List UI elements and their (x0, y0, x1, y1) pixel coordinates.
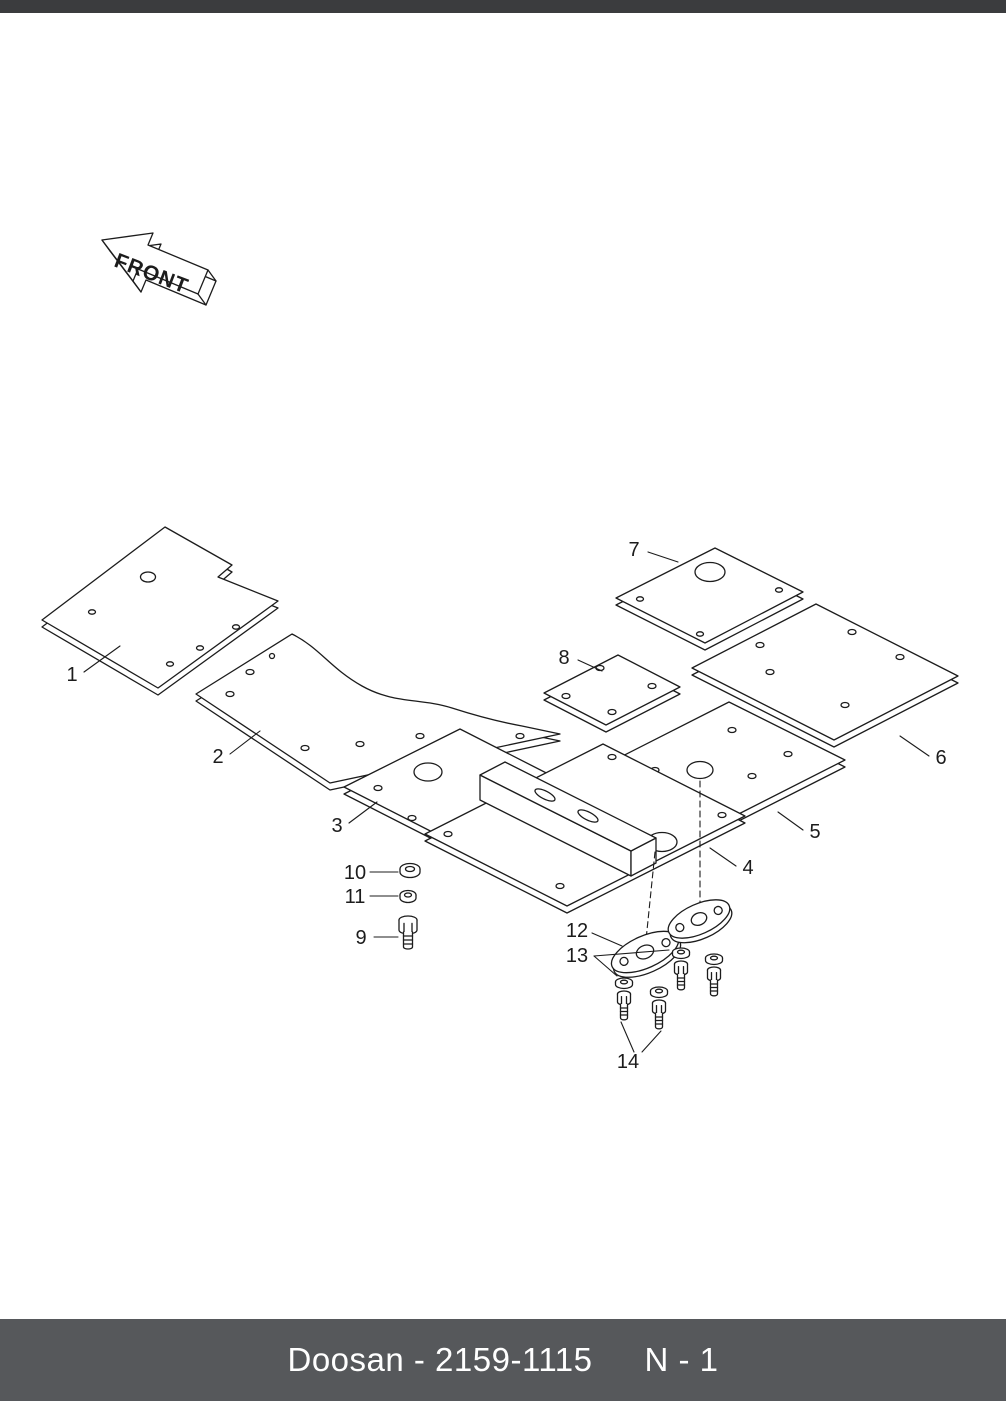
callout-9: 9 (355, 927, 366, 949)
callout-14: 14 (617, 1051, 639, 1073)
part-9-bolt (398, 915, 418, 950)
callout-8: 8 (558, 647, 569, 669)
callout-6: 6 (935, 747, 946, 769)
callout-2: 2 (212, 746, 223, 768)
part-1-plate (41, 526, 279, 696)
leader-lines (83, 551, 930, 1053)
status-bar (0, 0, 1006, 13)
part-6-plate (691, 603, 959, 748)
callout-1: 1 (66, 664, 77, 686)
callout-4: 4 (742, 857, 753, 879)
part-7-plate (615, 547, 804, 651)
front-arrow: FRONT (101, 232, 217, 306)
part-4-channel-bracket (479, 761, 657, 877)
part-8-plate (543, 654, 681, 733)
part-13-gasket (667, 899, 733, 944)
doc-number: Doosan - 2159-1115 (287, 1341, 593, 1378)
part-11-spring-washer (399, 889, 417, 904)
callout-11: 11 (345, 886, 366, 908)
callout-5: 5 (809, 821, 820, 843)
exploded-parts-diagram: FRONT (41, 232, 959, 1073)
footer-bar: Doosan - 2159-1115 N - 1 (0, 1319, 1006, 1401)
callout-7: 7 (628, 539, 639, 561)
callout-12: 12 (566, 920, 588, 942)
page-number: N - 1 (644, 1341, 719, 1378)
callout-labels: 1 2 3 4 5 6 7 8 9 10 11 12 13 14 (66, 539, 946, 1073)
part-4-plate (424, 743, 746, 914)
assembly-dashed-lines (645, 780, 701, 941)
callout-13: 13 (566, 945, 588, 967)
part-10-washer (399, 862, 421, 879)
callout-3: 3 (331, 815, 342, 837)
callout-10: 10 (344, 862, 366, 884)
